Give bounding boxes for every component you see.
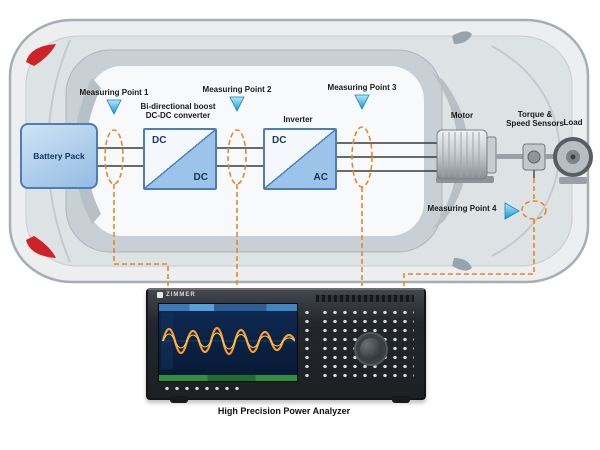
- dcdc-output-label: DC: [193, 172, 208, 183]
- inverter-box: DC AC: [263, 128, 337, 190]
- measuring-point-4-label: Measuring Point 4: [427, 204, 497, 213]
- measuring-loop-4: [521, 200, 547, 220]
- analyzer-screen: [158, 303, 298, 382]
- taillight-left-bottom: [26, 236, 56, 258]
- marker-2-icon: [229, 96, 245, 112]
- dcdc-converter-title: Bi-directional boost DC-DC converter: [140, 102, 216, 121]
- rotary-knob: [354, 332, 388, 366]
- analyzer-brand-text: ZIMMER: [166, 292, 196, 298]
- dcdc-converter-box: DC DC: [143, 128, 217, 190]
- inverter-output-label: AC: [313, 172, 328, 183]
- screen-status-bar: [159, 375, 297, 381]
- zimmer-logo-icon: [157, 292, 163, 298]
- torque-speed-sensor-graphic: [522, 143, 557, 178]
- measuring-loop-1: [104, 129, 124, 185]
- power-wires: [94, 142, 437, 172]
- measuring-point-markers: [106, 94, 520, 220]
- lower-key-row: [160, 382, 240, 394]
- motor-label: Motor: [450, 111, 474, 120]
- measuring-point-3-label: Measuring Point 3: [327, 83, 397, 92]
- torque-speed-sensors-label: Torque & Speed Sensors: [506, 110, 564, 129]
- measuring-point-1-label: Measuring Point 1: [79, 88, 149, 97]
- mirror-top: [452, 31, 472, 44]
- front-windshield: [432, 72, 468, 230]
- load-label: Load: [563, 118, 583, 127]
- measuring-loop-2: [227, 129, 247, 185]
- analyzer-foot-left: [170, 396, 188, 403]
- battery-pack-box: Battery Pack: [20, 123, 98, 189]
- analyzer-foot-right: [392, 396, 410, 403]
- motor-shaft: [496, 154, 523, 159]
- power-analyzer: ZIMMER: [146, 288, 426, 400]
- waveform-plot: [161, 313, 295, 369]
- battery-pack-label: Battery Pack: [33, 151, 85, 161]
- marker-3-icon: [354, 94, 370, 110]
- taillight-left-top: [26, 44, 56, 66]
- load-graphic: [553, 137, 593, 184]
- analyzer-caption: High Precision Power Analyzer: [217, 406, 351, 416]
- inverter-input-label: DC: [272, 135, 287, 146]
- mirror-bottom: [452, 258, 472, 271]
- softkey-column: [300, 306, 312, 380]
- vent-grille: [316, 295, 414, 302]
- screen-menu-bar: [159, 304, 297, 311]
- analyzer-brand: ZIMMER: [157, 292, 196, 298]
- dcdc-input-label: DC: [152, 135, 167, 146]
- measurement-dashed-lines: [104, 126, 547, 286]
- measuring-point-2-label: Measuring Point 2: [202, 85, 272, 94]
- motor-graphic: [436, 129, 523, 183]
- marker-1-icon: [106, 99, 122, 115]
- inverter-title: Inverter: [283, 115, 313, 124]
- marker-4-icon: [504, 202, 520, 220]
